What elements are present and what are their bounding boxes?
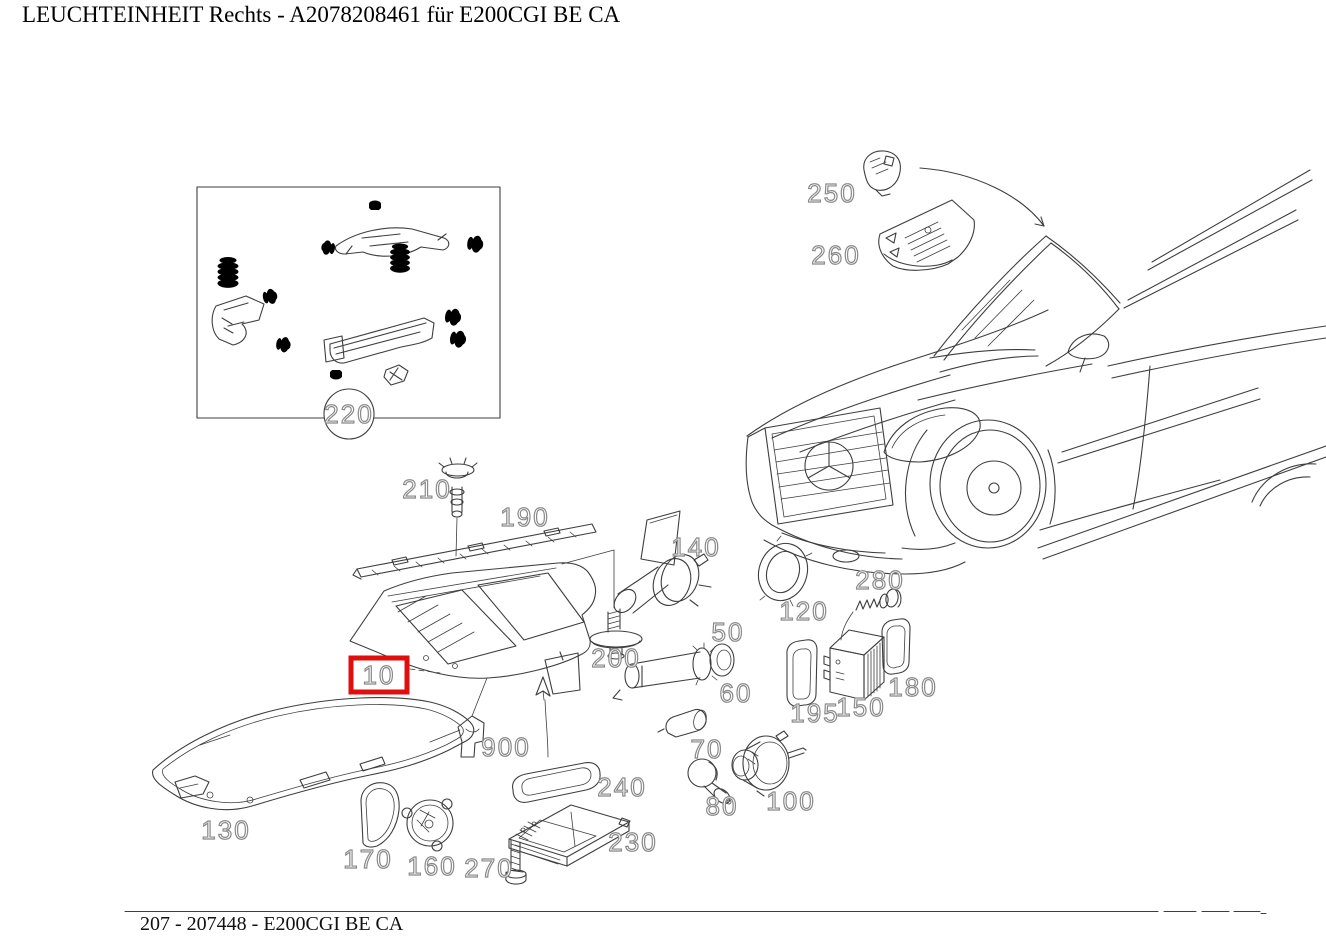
part-230-ballast-unit-drawing [508, 804, 631, 867]
part-60-bulb-holder-drawing [612, 642, 735, 701]
svg-text:210: 210 [402, 474, 451, 504]
part-900-clip-drawing [457, 677, 488, 758]
svg-text:160: 160 [407, 851, 456, 881]
callout-160[interactable]: 160 [407, 850, 456, 881]
callout-900[interactable]: 900 [481, 731, 530, 762]
inset-box-bracket-kit [196, 186, 501, 440]
svg-text:180: 180 [888, 672, 937, 702]
callout-270[interactable]: 270 [464, 852, 513, 883]
highlight-box [348, 655, 410, 695]
callout-layer: 10 50 60 70 80 100 120 130 140 150 160 170 180 190 195… [201, 177, 937, 883]
svg-text:195: 195 [790, 698, 839, 728]
part-280-screw-drawing [840, 588, 902, 641]
svg-text:250: 250 [807, 178, 856, 208]
svg-text:80: 80 [706, 791, 739, 821]
callout-70[interactable]: 70 [690, 733, 724, 764]
callout-200[interactable]: 200 [591, 642, 640, 673]
svg-text:100: 100 [766, 786, 815, 816]
svg-text:220: 220 [324, 399, 373, 429]
part-250-sensor-drawing [863, 150, 901, 197]
part-260-overhead-unit-drawing [878, 199, 975, 271]
svg-text:130: 130 [201, 815, 250, 845]
callout-120[interactable]: 120 [779, 595, 828, 626]
callout-220[interactable]: 220 [324, 398, 373, 429]
svg-text:70: 70 [691, 734, 724, 764]
footer-divider [124, 910, 1267, 915]
car-overview-drawing [745, 150, 1326, 575]
callout-260[interactable]: 260 [811, 239, 860, 270]
svg-text:150: 150 [836, 692, 885, 722]
svg-text:60: 60 [720, 678, 753, 708]
callout-240[interactable]: 240 [597, 771, 646, 802]
part-50-bulb-drawing [613, 553, 712, 614]
callout-210[interactable]: 210 [402, 473, 451, 504]
part-200-adjuster-drawing [561, 549, 643, 660]
part-70-bulb-drawing [657, 708, 707, 738]
part-270-screw-drawing [505, 839, 527, 885]
part-130-lens-drawing [152, 697, 475, 811]
part-150-igniter-drawing [823, 629, 885, 701]
svg-text:240: 240 [597, 772, 646, 802]
part-240-gasket-drawing [512, 762, 601, 803]
callout-190[interactable]: 190 [500, 501, 549, 532]
callout-250[interactable]: 250 [807, 177, 856, 208]
svg-text:190: 190 [500, 502, 549, 532]
part-10-headlight-housing-drawing [349, 562, 597, 695]
svg-text:260: 260 [811, 240, 860, 270]
svg-text:230: 230 [608, 827, 657, 857]
footer-text: 207 - 207448 - E200CGI BE CA [140, 913, 404, 935]
svg-text:200: 200 [591, 643, 640, 673]
callout-170[interactable]: 170 [343, 843, 392, 874]
callout-230[interactable]: 230 [608, 826, 657, 857]
callout-180[interactable]: 180 [888, 671, 937, 702]
part-80-bulb-drawing [687, 758, 732, 805]
part-195-gasket-drawing [786, 639, 818, 707]
page-title: LEUCHTEINHEIT Rechts - A2078208461 für E… [22, 2, 621, 27]
callout-140[interactable]: 140 [671, 531, 720, 562]
part-180-gasket-drawing [881, 618, 911, 675]
part-120-retaining-ring-drawing [757, 535, 813, 607]
callout-60[interactable]: 60 [719, 677, 753, 708]
part-100-actuator-drawing [731, 730, 807, 797]
callout-100[interactable]: 100 [766, 785, 815, 816]
part-160-cap-drawing [401, 798, 454, 852]
svg-text:50: 50 [712, 617, 745, 647]
svg-text:120: 120 [779, 596, 828, 626]
part-170-seal-drawing [360, 782, 400, 848]
part-210-clip-drawing [438, 457, 478, 557]
svg-text:900: 900 [481, 732, 530, 762]
callout-150[interactable]: 150 [836, 691, 885, 722]
callout-195[interactable]: 195 [790, 697, 839, 728]
callout-50[interactable]: 50 [711, 616, 745, 647]
callout-280[interactable]: 280 [855, 564, 904, 595]
svg-text:270: 270 [464, 853, 513, 883]
callout-10[interactable]: 10 [348, 655, 410, 695]
part-140-foil-drawing [640, 510, 681, 566]
mounting-arrow-leader [535, 676, 551, 758]
callout-130[interactable]: 130 [201, 814, 250, 845]
callout-80[interactable]: 80 [705, 790, 739, 821]
callout-circle-220 [323, 388, 375, 440]
svg-text:170: 170 [343, 844, 392, 874]
svg-text:140: 140 [671, 532, 720, 562]
svg-text:10: 10 [363, 660, 396, 690]
svg-text:280: 280 [855, 565, 904, 595]
part-190-trim-strip-drawing [352, 523, 597, 580]
